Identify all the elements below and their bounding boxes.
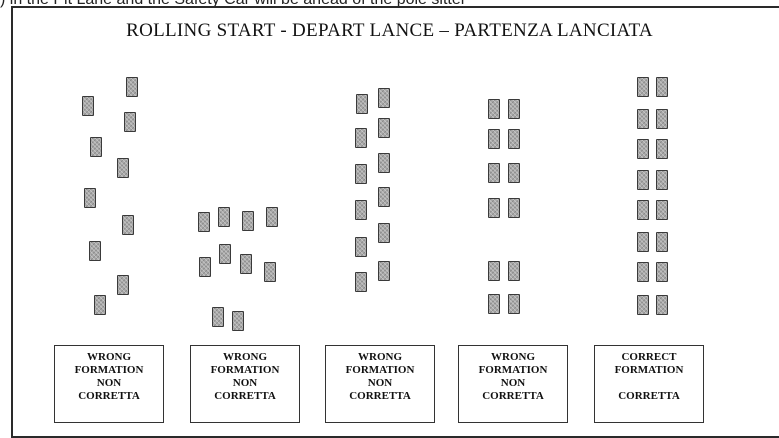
- label-line: FORMATION: [345, 364, 415, 376]
- car-icon: [355, 128, 367, 148]
- car-icon: [637, 200, 649, 220]
- car-icon: [117, 275, 129, 295]
- label-line: FORMATION: [478, 364, 548, 376]
- car-icon: [198, 212, 210, 232]
- car-icon: [378, 223, 390, 243]
- car-icon: [240, 254, 252, 274]
- car-icon: [378, 187, 390, 207]
- car-icon: [508, 198, 520, 218]
- car-icon: [488, 198, 500, 218]
- label-line: WRONG: [491, 351, 535, 363]
- car-icon: [355, 272, 367, 292]
- car-icon: [355, 200, 367, 220]
- label-line: WRONG: [87, 351, 131, 363]
- formation-label-3: WRONG FORMATION NON CORRETTA: [325, 345, 435, 423]
- car-icon: [378, 153, 390, 173]
- car-icon: [117, 158, 129, 178]
- car-icon: [488, 261, 500, 281]
- car-icon: [488, 99, 500, 119]
- car-icon: [656, 77, 668, 97]
- car-icon: [94, 295, 106, 315]
- diagram-title: ROLLING START - DEPART LANCE – PARTENZA …: [126, 20, 653, 41]
- car-icon: [656, 109, 668, 129]
- formation-label-2: WRONG FORMATION NON CORRETTA: [190, 345, 300, 423]
- label-line: CORRETTA: [349, 390, 411, 402]
- car-icon: [90, 137, 102, 157]
- car-icon: [264, 262, 276, 282]
- car-icon: [656, 200, 668, 220]
- car-icon: [212, 307, 224, 327]
- car-icon: [82, 96, 94, 116]
- car-icon: [637, 295, 649, 315]
- car-icon: [656, 262, 668, 282]
- car-icon: [637, 139, 649, 159]
- car-icon: [356, 94, 368, 114]
- car-icon: [378, 261, 390, 281]
- cut-off-caption: ) in the Pit Lane and the Safety Car wil…: [0, 0, 779, 9]
- car-icon: [656, 139, 668, 159]
- formation-label-5: CORRECT FORMATION CORRETTA: [594, 345, 704, 423]
- car-icon: [378, 118, 390, 138]
- car-icon: [656, 295, 668, 315]
- label-line: CORRETTA: [482, 390, 544, 402]
- car-icon: [266, 207, 278, 227]
- label-line: NON: [500, 377, 526, 389]
- label-line: NON: [96, 377, 122, 389]
- car-icon: [126, 77, 138, 97]
- car-icon: [355, 164, 367, 184]
- car-icon: [488, 294, 500, 314]
- car-icon: [637, 170, 649, 190]
- label-line: FORMATION: [210, 364, 280, 376]
- label-line: FORMATION: [614, 364, 684, 376]
- car-icon: [637, 262, 649, 282]
- car-icon: [488, 129, 500, 149]
- label-line: NON: [232, 377, 258, 389]
- car-icon: [637, 109, 649, 129]
- car-icon: [508, 261, 520, 281]
- formation-label-1: WRONG FORMATION NON CORRETTA: [54, 345, 164, 423]
- label-line: CORRETTA: [78, 390, 140, 402]
- label-line: WRONG: [223, 351, 267, 363]
- label-line: CORRETTA: [214, 390, 276, 402]
- car-icon: [89, 241, 101, 261]
- car-icon: [656, 170, 668, 190]
- car-icon: [508, 129, 520, 149]
- label-gap: [595, 377, 703, 390]
- label-line: FORMATION: [74, 364, 144, 376]
- label-line: NON: [367, 377, 393, 389]
- car-icon: [219, 244, 231, 264]
- car-icon: [84, 188, 96, 208]
- car-icon: [488, 163, 500, 183]
- car-icon: [242, 211, 254, 231]
- car-icon: [508, 163, 520, 183]
- car-icon: [218, 207, 230, 227]
- label-line: CORRECT: [621, 351, 677, 363]
- car-icon: [355, 237, 367, 257]
- car-icon: [637, 77, 649, 97]
- car-icon: [508, 294, 520, 314]
- car-icon: [232, 311, 244, 331]
- car-icon: [378, 88, 390, 108]
- car-icon: [656, 232, 668, 252]
- car-icon: [637, 232, 649, 252]
- car-icon: [199, 257, 211, 277]
- label-line: WRONG: [358, 351, 402, 363]
- formation-label-4: WRONG FORMATION NON CORRETTA: [458, 345, 568, 423]
- label-line: CORRETTA: [618, 390, 680, 402]
- car-icon: [122, 215, 134, 235]
- car-icon: [124, 112, 136, 132]
- car-icon: [508, 99, 520, 119]
